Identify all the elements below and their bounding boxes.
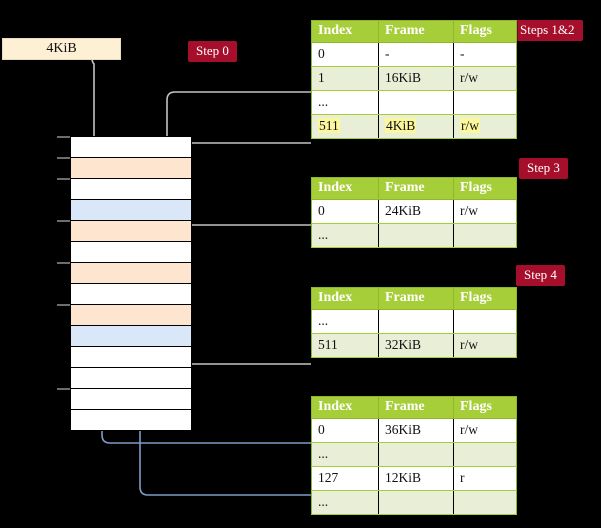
memory-frame-row (71, 325, 191, 346)
memory-frame-row (71, 304, 191, 325)
entry-index: 511 (311, 333, 379, 358)
entry-frame: 24KiB (378, 199, 454, 224)
entry-flags: r/w (453, 66, 517, 91)
memory-frame-tick (57, 136, 70, 138)
source-size-box: 4KiB (2, 38, 121, 60)
memory-frame-row (71, 220, 191, 241)
entry-frame (378, 90, 454, 115)
table-row: ... (311, 90, 517, 115)
table-row: 0-- (311, 42, 517, 67)
memory-frame-tick (57, 388, 70, 390)
memory-frame-tick (57, 220, 70, 222)
entry-frame: 16KiB (378, 66, 454, 91)
table-header-flags: Flags (453, 20, 517, 43)
table-header-index: Index (311, 396, 379, 419)
wire-table2-row0-to-memory (175, 224, 311, 258)
badge-step-3: Step 3 (519, 158, 568, 179)
entry-index: ... (311, 490, 379, 515)
entry-flags (453, 90, 517, 115)
entry-frame: 32KiB (378, 333, 454, 358)
entry-flags (453, 309, 517, 334)
entry-flags: r/w (453, 333, 517, 358)
entry-index: ... (311, 223, 379, 248)
memory-frame-row (71, 178, 191, 199)
table-header-index: Index (311, 287, 379, 310)
memory-frame-tick (57, 157, 70, 159)
entry-frame (378, 223, 454, 248)
entry-flags: r/w (453, 114, 517, 139)
memory-frame-row (71, 241, 191, 262)
entry-flags (453, 442, 517, 467)
entry-flags: r (453, 466, 517, 491)
entry-index: 511 (311, 114, 379, 139)
entry-frame: 4KiB (378, 114, 454, 139)
table-header-index: Index (311, 177, 379, 200)
table-header-flags: Flags (453, 177, 517, 200)
entry-index: ... (311, 309, 379, 334)
entry-index: 0 (311, 42, 379, 67)
badge-step-0: Step 0 (188, 41, 237, 62)
table-header-frame: Frame (378, 287, 454, 310)
memory-frame-tick (57, 178, 70, 180)
table-header-frame: Frame (378, 20, 454, 43)
table-header-frame: Frame (378, 177, 454, 200)
table-row: ... (311, 442, 517, 467)
table-header-flags: Flags (453, 396, 517, 419)
memory-frame-row (71, 409, 191, 430)
table-header-index: Index (311, 20, 379, 43)
entry-frame (378, 309, 454, 334)
memory-frame-row (71, 283, 191, 304)
entry-flags: - (453, 42, 517, 67)
entry-frame (378, 442, 454, 467)
memory-frame-row (71, 346, 191, 367)
entry-index: 0 (311, 418, 379, 443)
entry-flags: r/w (453, 418, 517, 443)
memory-frame-row (71, 157, 191, 178)
physical-memory-column (70, 136, 192, 431)
entry-index: 0 (311, 199, 379, 224)
highlighted-value: 4KiB (385, 118, 417, 133)
entry-index: 1 (311, 66, 379, 91)
table-row: 511 4KiB r/w (311, 114, 517, 139)
entry-frame: - (378, 42, 454, 67)
highlighted-value: 511 (318, 118, 340, 133)
entry-index: 127 (311, 466, 379, 491)
memory-frame-row (71, 199, 191, 220)
badge-steps-1-and-2: Steps 1&2 (512, 20, 583, 41)
table-row: ... (311, 490, 517, 515)
highlighted-value: r/w (460, 118, 480, 133)
memory-frame-row (71, 136, 191, 157)
entry-frame (378, 490, 454, 515)
memory-frame-row (71, 367, 191, 388)
entry-frame: 36KiB (378, 418, 454, 443)
entry-flags (453, 490, 517, 515)
table-header-frame: Frame (378, 396, 454, 419)
table-header-flags: Flags (453, 287, 517, 310)
table-row: ... (311, 309, 517, 334)
entry-index: ... (311, 442, 379, 467)
memory-frame-row (71, 388, 191, 409)
entry-flags: r/w (453, 199, 517, 224)
memory-frame-tick (57, 262, 70, 264)
wire-table3-row511-to-memory (169, 304, 311, 365)
entry-flags (453, 223, 517, 248)
entry-index: ... (311, 90, 379, 115)
memory-frame-tick (57, 304, 70, 306)
memory-frame-row (71, 262, 191, 283)
badge-step-4: Step 4 (516, 265, 565, 286)
table-row: ... (311, 223, 517, 248)
entry-frame: 12KiB (378, 466, 454, 491)
